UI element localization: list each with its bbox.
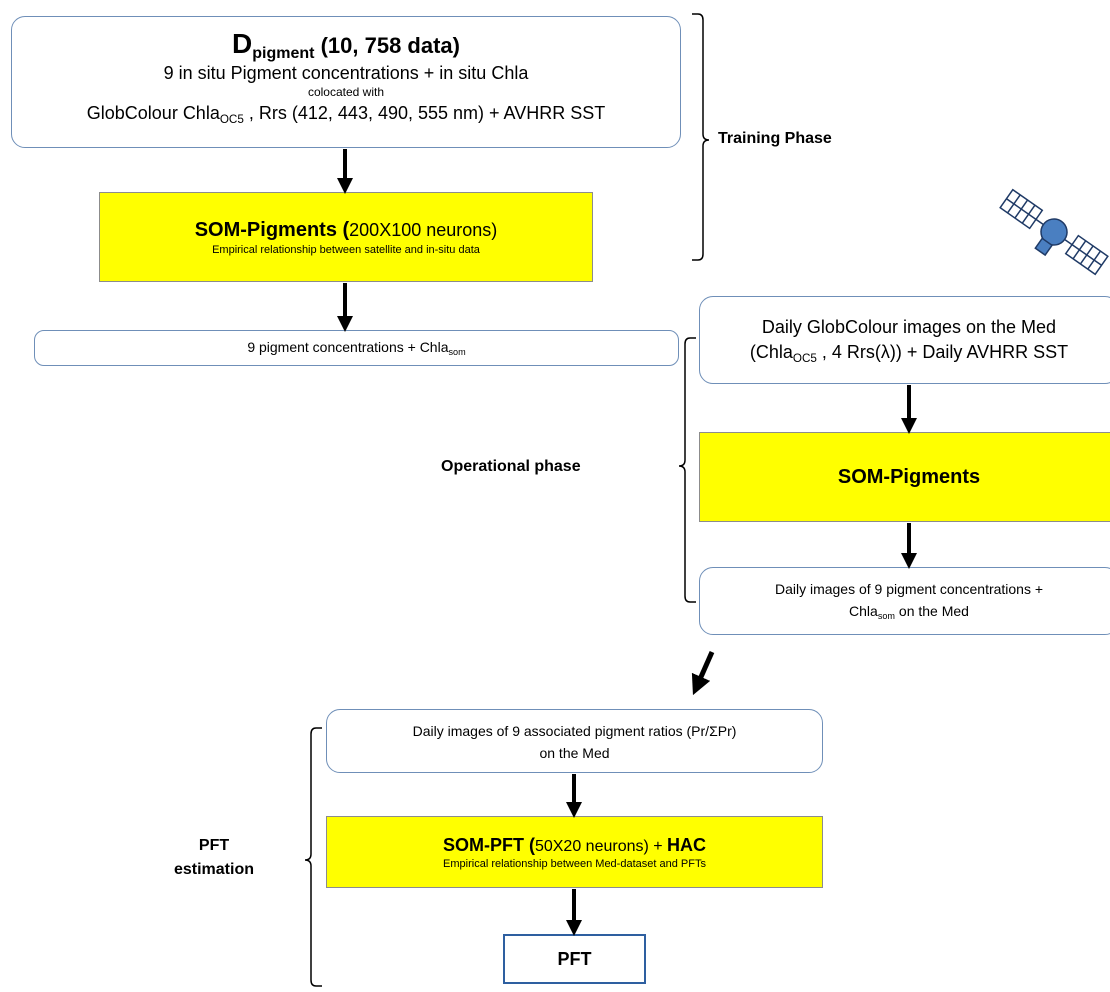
dataset-line-1: 9 in situ Pigment concentrations + in si… <box>163 63 529 83</box>
arrow-daily-images-to-ratios <box>691 650 715 696</box>
som-pft-subtitle: Empirical relationship between Med-datas… <box>443 858 706 870</box>
pft-estimation-label-line-2: estimation <box>173 861 254 878</box>
input-line-2: (ChlaOC5 , 4 Rrs(λ)) + Daily AVHRR SST <box>749 342 1069 365</box>
satellite-icon <box>999 188 1109 276</box>
pigment-output-box: 9 pigment concentrations + Chlasom <box>34 330 679 366</box>
daily-pigment-images-box: Daily images of 9 pigment concentrations… <box>699 567 1110 635</box>
dpigment-dataset-box: Dpigment (10, 758 data) 9 in situ Pigmen… <box>11 16 681 148</box>
som-pigments-operational-box: SOM-Pigments <box>699 432 1110 522</box>
pigment-ratios-box: Daily images of 9 associated pigment rat… <box>326 709 823 773</box>
som-pigments-title: SOM-Pigments (200X100 neurons) <box>194 219 498 241</box>
daily-images-line-1: Daily images of 9 pigment concentrations… <box>774 581 1044 597</box>
dataset-title: Dpigment (10, 758 data) <box>232 28 460 62</box>
globcolour-input-box: Daily GlobColour images on the Med (Chla… <box>699 296 1110 384</box>
operational-phase-bracket <box>678 337 696 603</box>
ratios-line-1: Daily images of 9 associated pigment rat… <box>412 723 737 739</box>
dataset-line-3: GlobColour ChlaOC5 , Rrs (412, 443, 490,… <box>86 103 606 126</box>
som-pft-title: SOM-PFT (50X20 neurons) + HAC <box>442 835 707 855</box>
pft-estimation-label-line-1: PFT <box>198 837 230 854</box>
training-phase-label: Training Phase <box>718 130 832 147</box>
daily-images-line-2: Chlasom on the Med <box>849 603 969 621</box>
som-pigments-subtitle: Empirical relationship between satellite… <box>212 244 480 256</box>
pft-result-box: PFT <box>503 934 646 984</box>
ratios-line-2: on the Med <box>539 745 610 761</box>
pft-estimation-label: PFT estimation <box>164 834 264 882</box>
pft-estimation-bracket <box>304 727 322 987</box>
operational-phase-label: Operational phase <box>441 458 581 475</box>
input-line-1: Daily GlobColour images on the Med <box>761 317 1057 337</box>
som-pigments-training-box: SOM-Pigments (200X100 neurons) Empirical… <box>99 192 593 282</box>
dataset-line-2: colocated with <box>307 85 385 99</box>
training-phase-bracket <box>692 13 710 261</box>
